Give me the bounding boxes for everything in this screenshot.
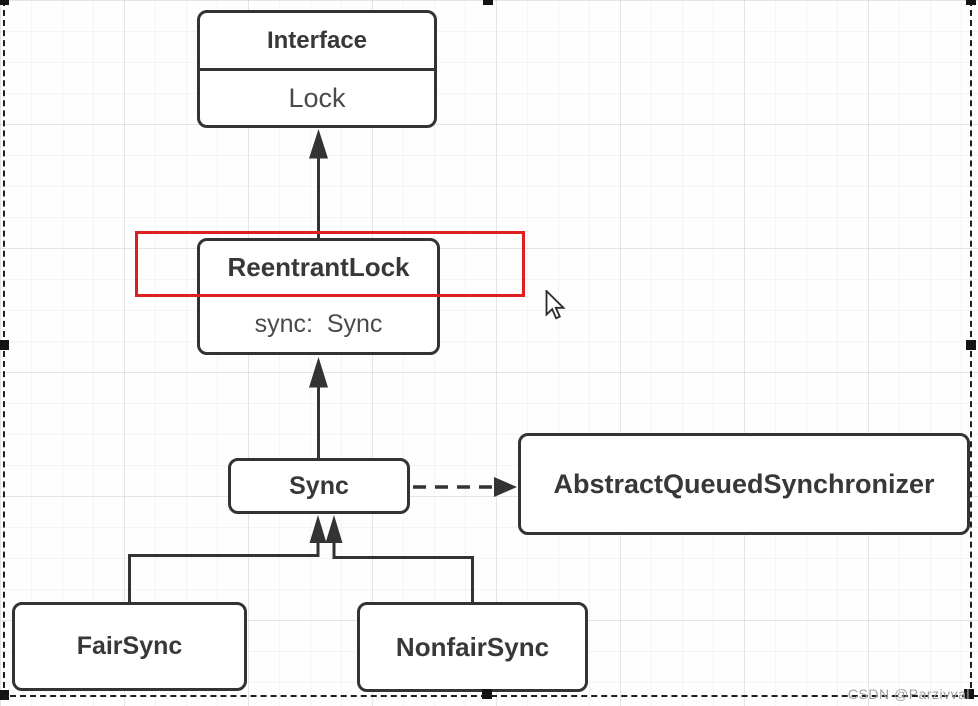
resize-handle-bottom-right[interactable] <box>964 689 974 699</box>
node-fairsync[interactable]: FairSync <box>12 602 247 691</box>
node-nonfairsync-label: NonfairSync <box>395 631 550 662</box>
node-interface-title: Interface <box>266 26 368 54</box>
node-aqs[interactable]: AbstractQueuedSynchronizer <box>518 433 970 535</box>
node-interface-field: Lock <box>288 82 346 113</box>
arrowhead-up-sync-left <box>309 515 327 543</box>
node-sync[interactable]: Sync <box>228 458 410 514</box>
resize-handle-bottom-center[interactable] <box>482 689 492 699</box>
watermark-text: CSDN @Parzivval <box>847 686 970 702</box>
resize-handle-top-left[interactable] <box>0 0 9 5</box>
node-fairsync-label: FairSync <box>76 632 183 660</box>
resize-handle-top-center[interactable] <box>483 0 493 5</box>
arrowhead-up-reentrantlock <box>309 357 328 388</box>
node-aqs-label: AbstractQueuedSynchronizer <box>553 468 935 499</box>
resize-handle-middle-right[interactable] <box>966 340 976 350</box>
arrowhead-up-interface <box>309 129 328 159</box>
compartment-divider <box>200 68 434 71</box>
arrowhead-right-aqs <box>494 477 517 497</box>
edge-nonfairsync-to-sync <box>332 542 474 602</box>
node-reentrantlock-title: ReentrantLock <box>227 252 410 282</box>
node-nonfairsync[interactable]: NonfairSync <box>357 602 588 692</box>
node-reentrantlock[interactable]: ReentrantLock sync: Sync <box>197 238 440 355</box>
node-interface[interactable]: Interface Lock <box>197 10 437 128</box>
arrowhead-up-sync-right <box>325 515 343 543</box>
red-highlight-rect <box>135 231 525 297</box>
node-reentrantlock-field: sync: Sync <box>254 310 383 338</box>
resize-handle-top-right[interactable] <box>966 0 976 5</box>
mouse-cursor-icon <box>545 290 566 320</box>
node-sync-label: Sync <box>289 471 349 500</box>
resize-handle-bottom-left[interactable] <box>0 690 9 700</box>
resize-handle-middle-left[interactable] <box>0 340 9 350</box>
edge-fairsync-to-sync <box>128 542 320 602</box>
